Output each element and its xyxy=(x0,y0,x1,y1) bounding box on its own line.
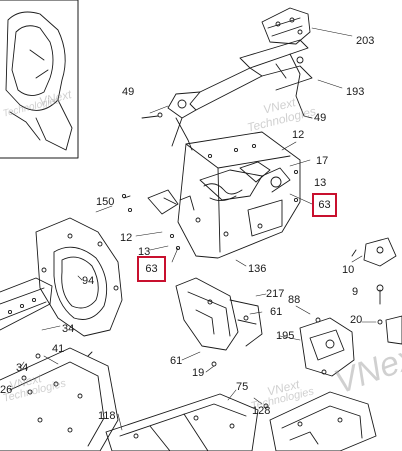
callout-label: 10 xyxy=(342,264,355,276)
callout-label: 150 xyxy=(96,196,115,208)
callout-label: 12 xyxy=(120,232,133,244)
callout-label: 75 xyxy=(236,381,249,393)
callout-label: 17 xyxy=(316,155,329,167)
callout-label: 94 xyxy=(82,275,95,287)
callout-label: 13 xyxy=(314,177,327,189)
highlighted-callout-63-right[interactable]: 63 xyxy=(312,193,337,217)
callout-label: 136 xyxy=(248,263,267,275)
highlighted-callout-63-left[interactable]: 63 xyxy=(137,256,166,282)
callout-label: 203 xyxy=(356,35,375,47)
central-frame xyxy=(121,131,313,267)
center-bracket xyxy=(175,277,267,373)
callout-label: 118 xyxy=(98,410,116,422)
callout-label: 19 xyxy=(192,367,205,379)
callout-label: 49 xyxy=(122,86,135,98)
callout-label: 128 xyxy=(252,405,271,417)
callout-label: 49 xyxy=(314,112,327,124)
left-ring-panel xyxy=(35,205,123,337)
callout-label: 34 xyxy=(62,323,75,335)
lower-floor-panel xyxy=(105,389,259,451)
callout-label: 193 xyxy=(346,86,365,98)
highlighted-callout-label: 63 xyxy=(145,263,158,275)
right-module xyxy=(279,305,355,377)
callout-label: 26 xyxy=(0,384,13,396)
left-side-rail xyxy=(0,277,61,331)
callout-label: 61 xyxy=(270,306,283,318)
callout-label: 12 xyxy=(292,129,305,141)
inset-detail-view xyxy=(0,0,79,159)
upper-bracket-assembly xyxy=(261,7,353,45)
callout-label: 195 xyxy=(276,330,295,342)
callout-label: 34 xyxy=(16,362,29,374)
callout-label: 88 xyxy=(288,294,301,306)
callout-label: 217 xyxy=(266,288,285,300)
steering-crossbar xyxy=(149,39,343,151)
callout-label: 20 xyxy=(350,314,363,326)
callout-label: 13 xyxy=(138,246,151,258)
callout-label: 41 xyxy=(52,343,65,355)
highlighted-callout-label: 63 xyxy=(318,199,331,211)
lower-right-shield xyxy=(253,391,377,451)
right-mount xyxy=(351,237,402,345)
fasteners xyxy=(87,112,163,357)
floor-panel xyxy=(0,347,119,451)
callout-label: 61 xyxy=(170,355,183,367)
callout-label: 9 xyxy=(352,286,359,298)
